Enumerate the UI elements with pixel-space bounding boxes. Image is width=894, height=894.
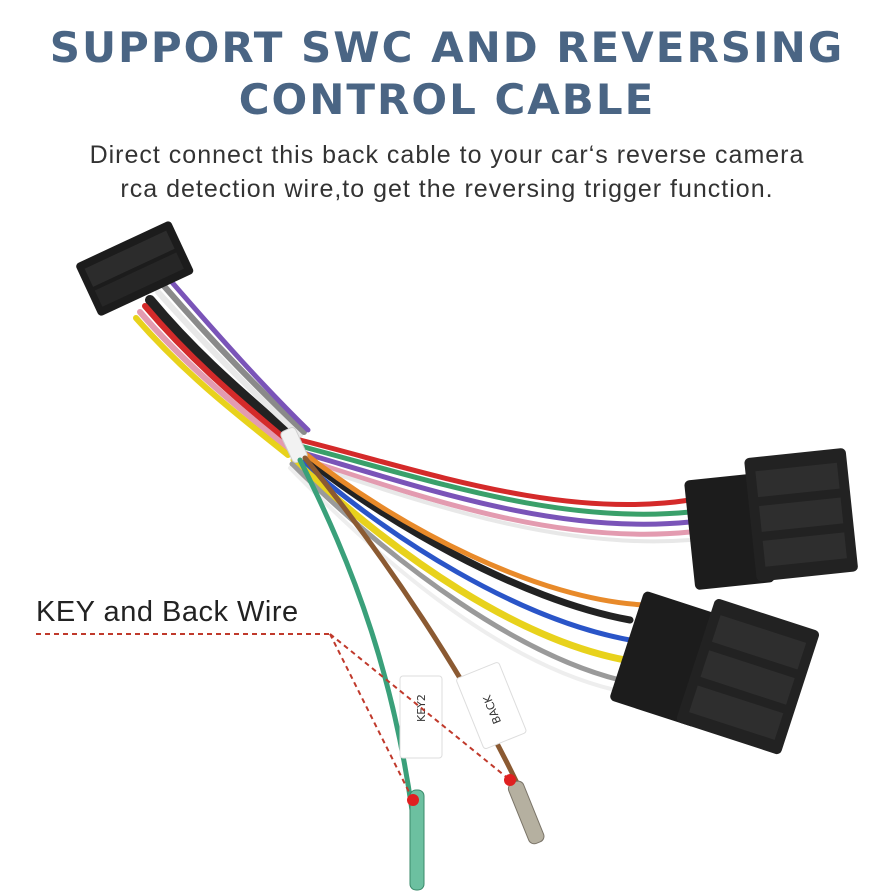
description-line-1: Direct connect this back cable to your c… <box>89 141 805 169</box>
key-wire-terminal <box>409 789 425 891</box>
back-tag: BACK <box>456 662 527 749</box>
description: Direct connect this back cable to your c… <box>0 138 894 206</box>
lower-right-connector <box>610 591 820 755</box>
back-marker <box>504 774 516 786</box>
key-marker <box>407 794 419 806</box>
wire-bundle-upper <box>133 277 311 458</box>
title-line-1: SUPPORT SWC AND REVERSING <box>49 23 845 72</box>
page-title: SUPPORT SWC AND REVERSING CONTROL CABLE <box>0 22 894 126</box>
upper-right-connector <box>684 448 858 590</box>
wires-to-upper-connector <box>297 437 693 544</box>
description-line-2: rca detection wire,to get the reversing … <box>120 175 774 203</box>
title-line-2: CONTROL CABLE <box>238 75 656 124</box>
wires-to-lower-connector <box>288 445 648 692</box>
key-tag: KEY2 <box>399 675 443 759</box>
callout-label: KEY and Back Wire <box>36 596 299 628</box>
left-connector <box>76 221 194 316</box>
back-wire-terminal <box>507 780 545 845</box>
callout-lines <box>36 633 511 801</box>
